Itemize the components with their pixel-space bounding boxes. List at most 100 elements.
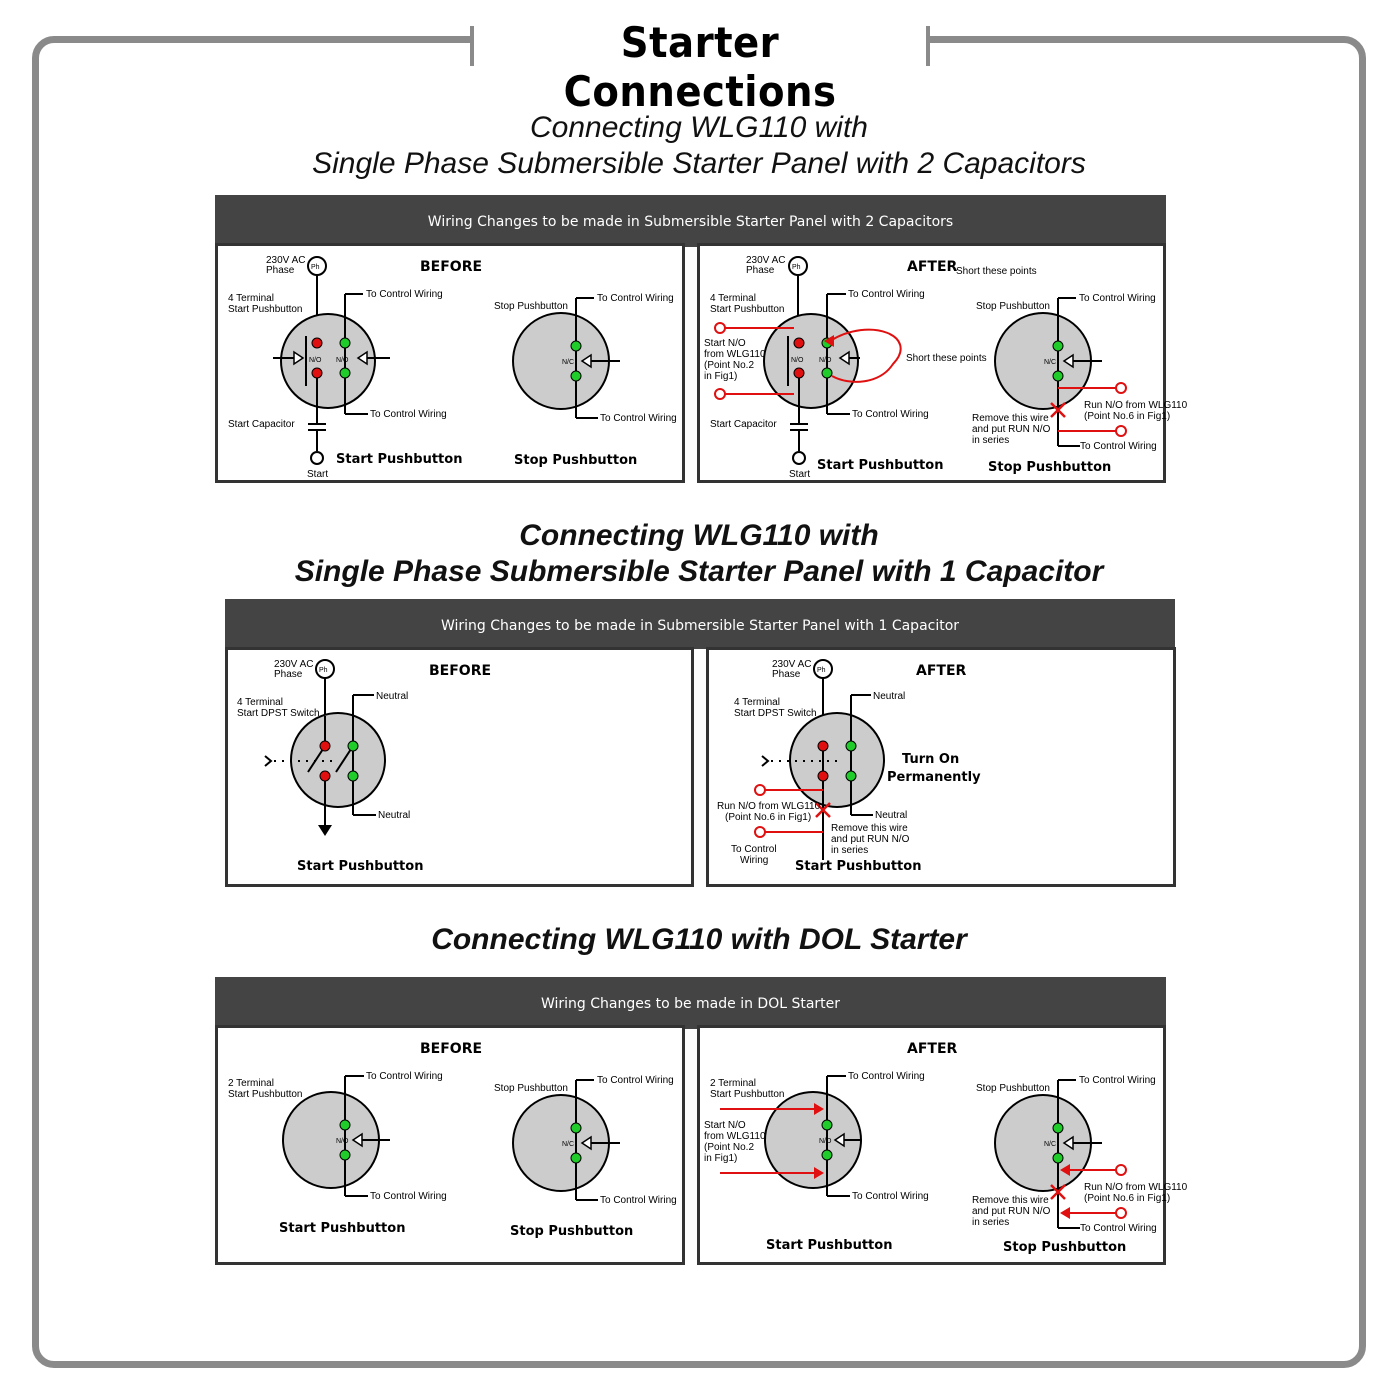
remove-2: and put RUN N/O <box>972 1206 1051 1217</box>
phase-label2: Phase <box>746 265 775 276</box>
section1-banner: Wiring Changes to be made in Submersible… <box>215 195 1166 247</box>
nc-label: N/C <box>562 359 574 366</box>
title-gap <box>470 20 930 66</box>
arrow-left-icon <box>1060 1164 1070 1176</box>
section1-before-panel: BEFORE 230V AC Phase Ph 4 Terminal Start… <box>215 243 685 483</box>
start-label: Start <box>307 469 328 480</box>
section3-title: Connecting WLG110 with DOL Starter <box>431 923 967 956</box>
neutral-bottom: Neutral <box>378 810 410 821</box>
section2-title-line1: Connecting WLG110 with <box>519 519 879 552</box>
section1-after-panel: AFTER Short these points 230V AC Phase P… <box>697 243 1188 483</box>
start-pushbutton-caption: Start Pushbutton <box>817 458 943 473</box>
stop-label: Stop Pushbutton <box>976 1083 1050 1094</box>
stop-to-control-top: To Control Wiring <box>1079 293 1156 304</box>
terminal-label2: Start Pushbutton <box>228 1089 303 1100</box>
before-heading: BEFORE <box>429 663 491 679</box>
ph-text: Ph <box>319 667 328 674</box>
to-control-bottom: To Control Wiring <box>852 409 929 420</box>
phase-label: 230V AC <box>274 659 313 670</box>
section1-after-diagram: AFTER Short these points 230V AC Phase P… <box>704 255 1188 480</box>
stop-pushbutton-caption: Stop Pushbutton <box>510 1224 633 1239</box>
start-no-3: (Point No.2 <box>704 360 754 371</box>
remove-2: and put RUN N/O <box>972 424 1051 435</box>
terminal-label1: 4 Terminal <box>237 697 283 708</box>
neutral-bottom: Neutral <box>875 810 907 821</box>
arrow-left-icon <box>1060 1207 1070 1219</box>
section3-before-panel: BEFORE 2 Terminal Start Pushbutton To Co… <box>215 1025 685 1265</box>
section2-after-diagram: AFTER 230V AC Phase Ph 4 Terminal Start … <box>717 659 981 874</box>
terminal-label2: Start DPST Switch <box>734 708 817 719</box>
remove-3: in series <box>972 435 1009 446</box>
to-control-2: Wiring <box>740 855 768 866</box>
remove-3: in series <box>972 1217 1009 1228</box>
nc-label: N/C <box>562 1141 574 1148</box>
phase-label: 230V AC <box>772 659 811 670</box>
arrow-down-icon <box>318 825 332 836</box>
section2-title-line2: Single Phase Submersible Starter Panel w… <box>294 555 1104 588</box>
no-label: N/O <box>819 1138 832 1145</box>
terminal-label1: 2 Terminal <box>228 1078 274 1089</box>
chevron-right-icon <box>761 755 770 767</box>
no-label: N/O <box>336 1138 349 1145</box>
no-right: N/O <box>819 357 832 364</box>
start-pushbutton-caption: Start Pushbutton <box>336 452 462 467</box>
remove-1: Remove this wire <box>831 823 908 834</box>
stop-to-control-top: To Control Wiring <box>597 1075 674 1086</box>
terminal-label1: 4 Terminal <box>710 293 756 304</box>
no-left: N/O <box>791 357 804 364</box>
section1-title-line1: Connecting WLG110 with <box>530 111 868 144</box>
to-control-bottom: To Control Wiring <box>370 409 447 420</box>
stop-to-control-bottom: To Control Wiring <box>1080 1223 1157 1234</box>
ph-text: Ph <box>817 667 826 674</box>
arrow-right-icon <box>814 1167 824 1179</box>
before-heading: BEFORE <box>420 1041 482 1057</box>
short-top-label: Short these points <box>956 266 1037 277</box>
section2-banner: Wiring Changes to be made in Submersible… <box>225 599 1175 649</box>
after-heading: AFTER <box>916 663 967 679</box>
page-title: Starter Connections <box>563 18 837 116</box>
ph-text: Ph <box>311 264 320 271</box>
start-pushbutton-caption: Start Pushbutton <box>297 859 423 874</box>
section2-after-panel: AFTER 230V AC Phase Ph 4 Terminal Start … <box>706 647 1176 887</box>
section3-banner: Wiring Changes to be made in DOL Starter <box>215 977 1166 1029</box>
remove-2: and put RUN N/O <box>831 834 910 845</box>
section3-after-panel: AFTER 2 Terminal Start Pushbutton To Con… <box>697 1025 1188 1265</box>
stop-to-control-bottom: To Control Wiring <box>600 413 677 424</box>
after-heading: AFTER <box>907 1041 958 1057</box>
terminal-label1: 2 Terminal <box>710 1078 756 1089</box>
to-control-bottom: To Control Wiring <box>852 1191 929 1202</box>
start-no-4: in Fig1) <box>704 371 737 382</box>
start-capacitor-label: Start Capacitor <box>228 419 295 430</box>
no-right: N/O <box>336 357 349 364</box>
start-label: Start <box>789 469 810 480</box>
turn-on-1: Turn On <box>902 752 959 767</box>
stop-to-control-bottom: To Control Wiring <box>1080 441 1157 452</box>
short-side-label: Short these points <box>906 353 987 364</box>
to-control-top: To Control Wiring <box>366 1071 443 1082</box>
phase-label: 230V AC <box>266 255 305 266</box>
phase-label: 230V AC <box>746 255 785 266</box>
arrow-right-icon <box>814 1103 824 1115</box>
section1-title-line2: Single Phase Submersible Starter Panel w… <box>312 147 1086 180</box>
to-control-1: To Control <box>731 844 777 855</box>
terminal-label2: Start Pushbutton <box>228 304 303 315</box>
to-control-top: To Control Wiring <box>366 289 443 300</box>
ph-text: Ph <box>792 264 801 271</box>
section2-before-diagram: BEFORE 230V AC Phase Ph 4 Terminal Start… <box>237 659 491 874</box>
phase-label2: Phase <box>266 265 295 276</box>
dpst-switch-icon <box>290 712 386 808</box>
neutral-top: Neutral <box>376 691 408 702</box>
start-pushbutton-icon <box>764 1091 862 1189</box>
stop-label: Stop Pushbutton <box>494 1083 568 1094</box>
start-pushbutton-caption: Start Pushbutton <box>279 1221 405 1236</box>
terminal-label1: 4 Terminal <box>734 697 780 708</box>
to-control-top: To Control Wiring <box>848 289 925 300</box>
run-no-2: (Point No.6 in Fig1) <box>725 812 811 823</box>
chevron-right-icon <box>264 755 273 767</box>
stop-to-control-bottom: To Control Wiring <box>600 1195 677 1206</box>
section3-before-diagram: BEFORE 2 Terminal Start Pushbutton To Co… <box>228 1041 677 1239</box>
run-no-1: Run N/O from WLG110 <box>717 801 821 812</box>
turn-on-2: Permanently <box>887 770 981 785</box>
start-no-1: Start N/O <box>704 1120 746 1131</box>
neutral-top: Neutral <box>873 691 905 702</box>
